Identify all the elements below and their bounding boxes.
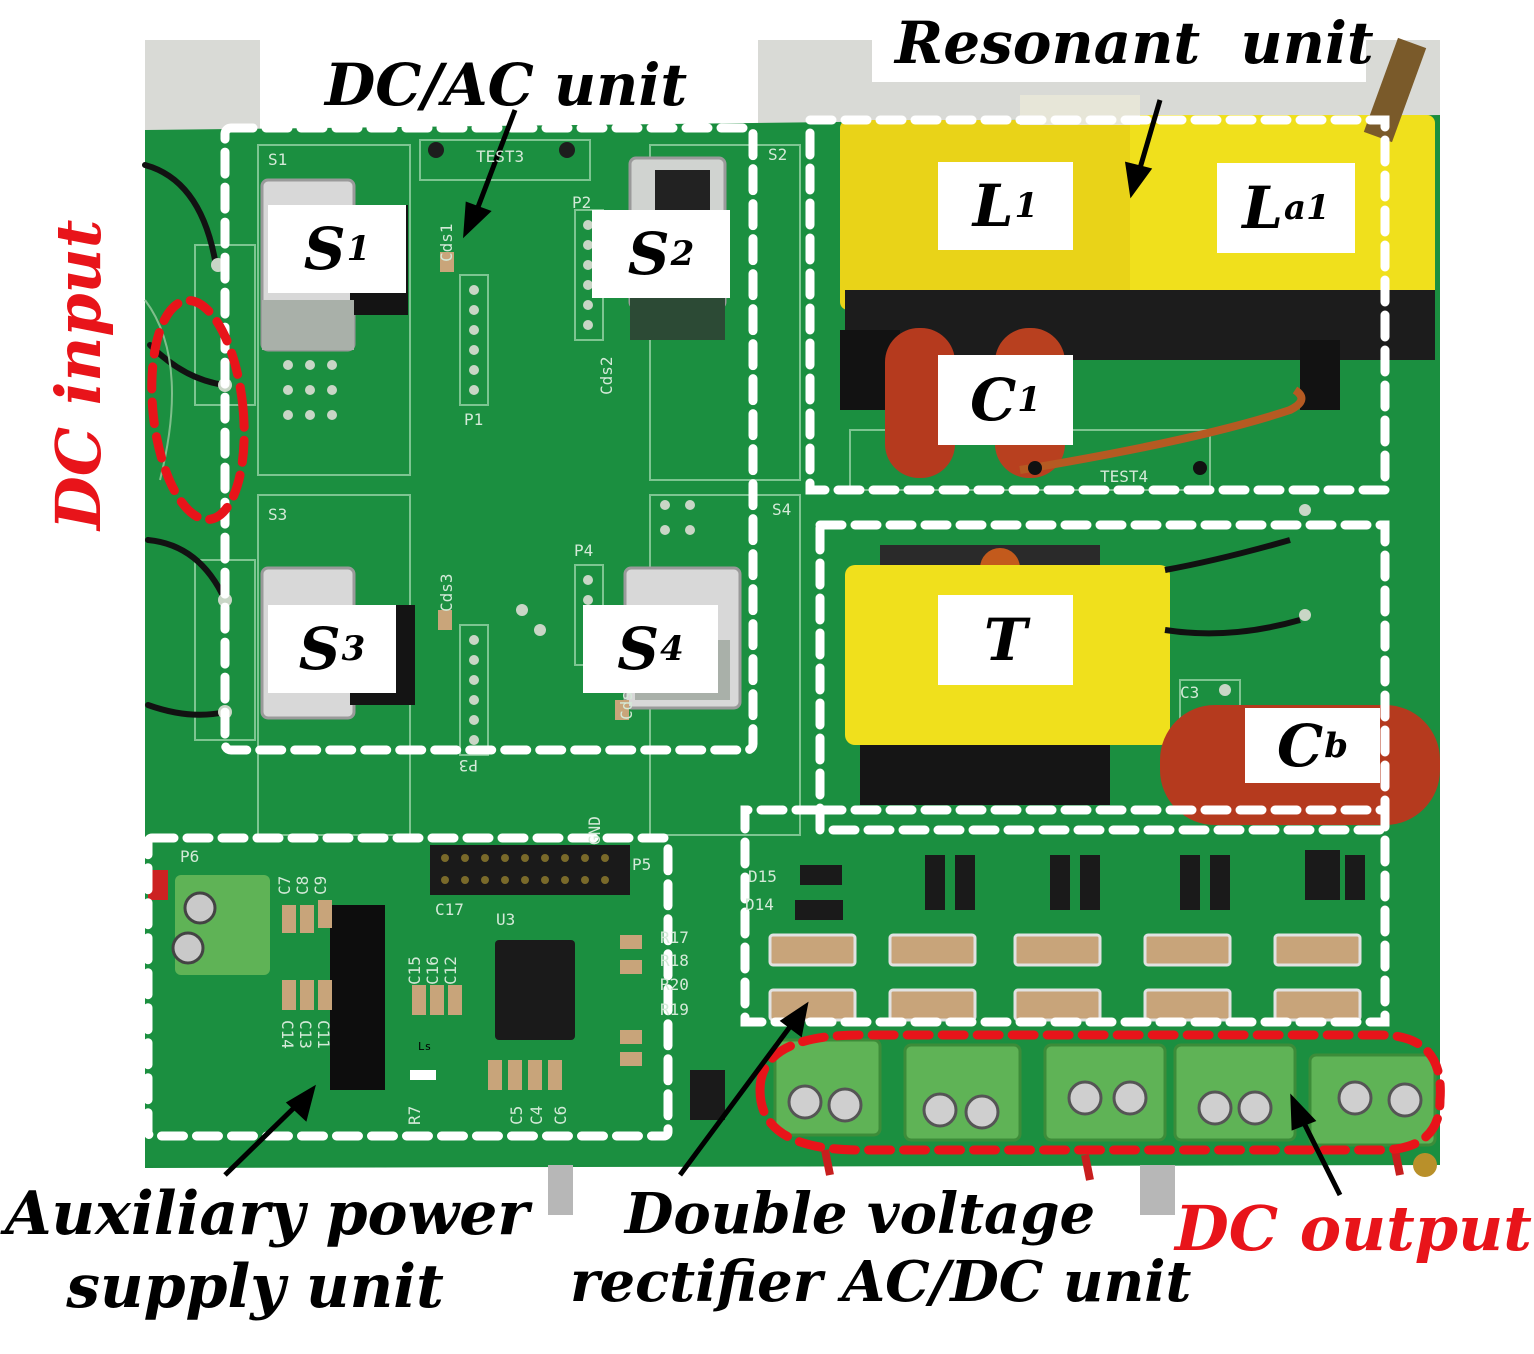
svg-text:P4: P4 [574, 541, 593, 560]
svg-text:C4: C4 [527, 1106, 546, 1125]
svg-text:C14: C14 [278, 1020, 297, 1049]
label-dcac-unit: DC/AC unit [325, 51, 688, 119]
svg-text:C8: C8 [293, 876, 312, 895]
svg-text:C6: C6 [551, 1106, 570, 1125]
aux-unit-outline [143, 833, 673, 1141]
svg-text:S4: S4 [772, 500, 791, 519]
svg-text:Ls: Ls [418, 1040, 431, 1053]
label-dc-input: DC input [42, 219, 115, 530]
svg-text:S1: S1 [268, 150, 287, 169]
rectifier-arrow [677, 1018, 798, 1177]
transformer-outline [815, 520, 1390, 835]
svg-text:Cds2: Cds2 [597, 356, 616, 395]
svg-text:P6: P6 [180, 847, 199, 866]
svg-text:C13: C13 [296, 1020, 315, 1049]
svg-text:R20: R20 [660, 975, 689, 994]
label-rectifier: Double voltage rectifier AC/DC unit [570, 1181, 1192, 1316]
svg-text:TEST4: TEST4 [1100, 467, 1148, 486]
svg-text:C3: C3 [1180, 683, 1199, 702]
svg-text:P3: P3 [459, 756, 478, 775]
dcac-unit-outline [220, 123, 758, 755]
svg-text:P1: P1 [464, 410, 483, 429]
svg-text:GND: GND [585, 816, 604, 845]
svg-text:R17: R17 [660, 928, 689, 947]
svg-text:C9: C9 [311, 876, 330, 895]
svg-text:S2: S2 [768, 145, 787, 164]
svg-text:TEST3: TEST3 [476, 147, 524, 166]
svg-text:D14: D14 [745, 895, 774, 914]
label-t: T [938, 595, 1073, 685]
label-resonant-unit: Resonant unit [895, 9, 1374, 77]
svg-text:Cds1: Cds1 [437, 223, 456, 262]
svg-text:Cds3: Cds3 [437, 573, 456, 612]
label-aux-power: Auxiliary power supply unit [5, 1179, 529, 1323]
svg-text:C15: C15 [405, 956, 424, 985]
svg-text:C7: C7 [275, 876, 294, 895]
svg-text:R7: R7 [405, 1106, 424, 1125]
svg-text:S3: S3 [268, 505, 287, 524]
dcac-arrow [472, 109, 518, 216]
resonant-unit-outline [805, 115, 1390, 495]
dc-output-arrow [1297, 1113, 1343, 1197]
resonant-arrow [1135, 99, 1163, 176]
rectifier-outline [740, 805, 1390, 1027]
resonant-unit-bg [872, 10, 1366, 82]
svg-text:C12: C12 [441, 956, 460, 985]
svg-text:C11: C11 [314, 1020, 333, 1049]
svg-text:P2: P2 [572, 193, 591, 212]
dc-input-ellipse [147, 296, 249, 524]
svg-text:C17: C17 [435, 900, 464, 919]
svg-text:C16: C16 [423, 956, 442, 985]
svg-text:C5: C5 [507, 1106, 526, 1125]
svg-text:D15: D15 [748, 867, 777, 886]
svg-text:R19: R19 [660, 1000, 689, 1019]
svg-text:P5: P5 [632, 855, 651, 874]
label-dc-output: DC output [1175, 1192, 1532, 1265]
aux-arrow [223, 1098, 304, 1177]
svg-text:U3: U3 [496, 910, 515, 929]
dc-output-ellipse [755, 1030, 1445, 1155]
svg-text:R18: R18 [660, 951, 689, 970]
